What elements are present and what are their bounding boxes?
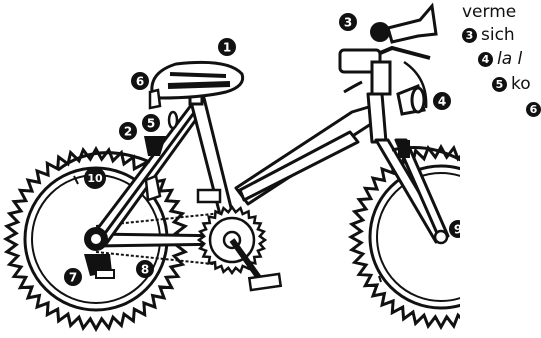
svg-text:1: 1 <box>223 41 231 55</box>
bullet-5-icon: 5 <box>492 77 507 92</box>
headlight <box>398 86 424 114</box>
svg-text:3: 3 <box>344 16 352 30</box>
marker-2: 2 <box>119 122 137 140</box>
front-hub <box>435 231 447 243</box>
marker-1: 1 <box>218 38 236 56</box>
crankset <box>198 190 281 290</box>
saddle-bag <box>150 90 160 108</box>
marker-8: 8 <box>136 260 154 278</box>
rear-hub <box>84 227 108 251</box>
svg-text:6: 6 <box>136 75 144 89</box>
svg-text:10: 10 <box>87 172 103 185</box>
svg-text:7: 7 <box>69 271 77 285</box>
bullet-4-icon: 4 <box>478 52 493 67</box>
side-text-line-5: 6 <box>526 101 541 118</box>
svg-text:8: 8 <box>141 263 149 277</box>
svg-text:9: 9 <box>454 223 460 237</box>
svg-text:2: 2 <box>124 125 132 139</box>
marker-3: 3 <box>339 13 357 31</box>
marker-10: 10 <box>84 167 106 189</box>
svg-text:5: 5 <box>147 117 155 131</box>
bullet-3-icon: 3 <box>462 28 477 43</box>
marker-6: 6 <box>131 72 149 90</box>
rear-reflector <box>169 112 177 128</box>
marker-7: 7 <box>64 268 82 286</box>
side-text-line-1: verme <box>462 4 516 21</box>
bullet-6-icon: 6 <box>526 102 541 117</box>
marker-4: 4 <box>433 92 451 110</box>
front-brake <box>398 140 410 158</box>
horn <box>370 6 436 42</box>
bicycle-drawing: 1 2 3 4 5 6 7 8 <box>0 0 460 338</box>
saddle <box>152 62 243 98</box>
svg-text:4: 4 <box>438 95 446 109</box>
marker-5: 5 <box>142 114 160 132</box>
